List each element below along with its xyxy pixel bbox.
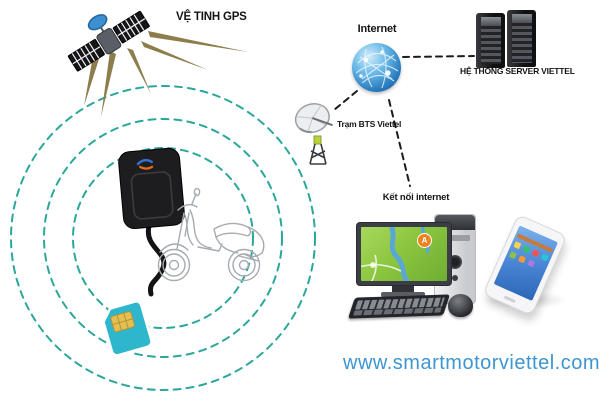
keyboard bbox=[347, 294, 451, 319]
monitor-base bbox=[381, 292, 425, 297]
server-tower bbox=[507, 10, 536, 67]
globe-network-lines bbox=[355, 46, 399, 89]
gps-tracker-icon bbox=[118, 147, 185, 297]
sim-card-icon bbox=[102, 300, 153, 357]
bts-antenna-icon bbox=[294, 103, 333, 165]
internet-connection-label: Kết nối internet bbox=[382, 192, 450, 203]
server-panel bbox=[512, 14, 532, 63]
smartphone-icon bbox=[478, 213, 574, 317]
map-art bbox=[361, 227, 430, 281]
satellite-icon bbox=[67, 10, 150, 72]
motorbike-icon bbox=[157, 187, 265, 282]
monitor-map-screen: A bbox=[361, 227, 447, 281]
desktop-computer-icon: A bbox=[347, 212, 488, 320]
phone-app-icons bbox=[508, 251, 517, 260]
website-url-text: www.smartmotorviettel.com bbox=[343, 352, 600, 374]
server-rack-icon bbox=[476, 10, 540, 70]
server-screen bbox=[481, 17, 501, 26]
server-label: HỆ THỐNG SERVER VIETTEL bbox=[460, 66, 575, 76]
phone-home-button bbox=[503, 295, 516, 304]
monitor: A bbox=[356, 222, 452, 286]
satellite-label: VỆ TINH GPS bbox=[176, 11, 247, 23]
mouse bbox=[448, 294, 473, 317]
phone-screen bbox=[493, 225, 559, 301]
pc-power-button bbox=[452, 275, 458, 281]
internet-globe-icon bbox=[352, 43, 401, 92]
map-marker: A bbox=[417, 233, 432, 248]
signal-rays-icon bbox=[84, 31, 248, 117]
bts-label: Trạm BTS Viettel bbox=[337, 119, 402, 129]
server-panel bbox=[481, 17, 501, 64]
pc-drive-bay bbox=[440, 235, 470, 241]
server-tower bbox=[476, 13, 505, 68]
server-screen bbox=[512, 14, 532, 23]
phone-screen-banner bbox=[516, 233, 553, 253]
dashed-link-icon bbox=[333, 55, 475, 187]
signal-circles-icon bbox=[10, 85, 316, 391]
internet-label: Internet bbox=[357, 23, 397, 35]
phone-app-icons bbox=[513, 241, 522, 250]
monitor-stand bbox=[392, 286, 414, 293]
